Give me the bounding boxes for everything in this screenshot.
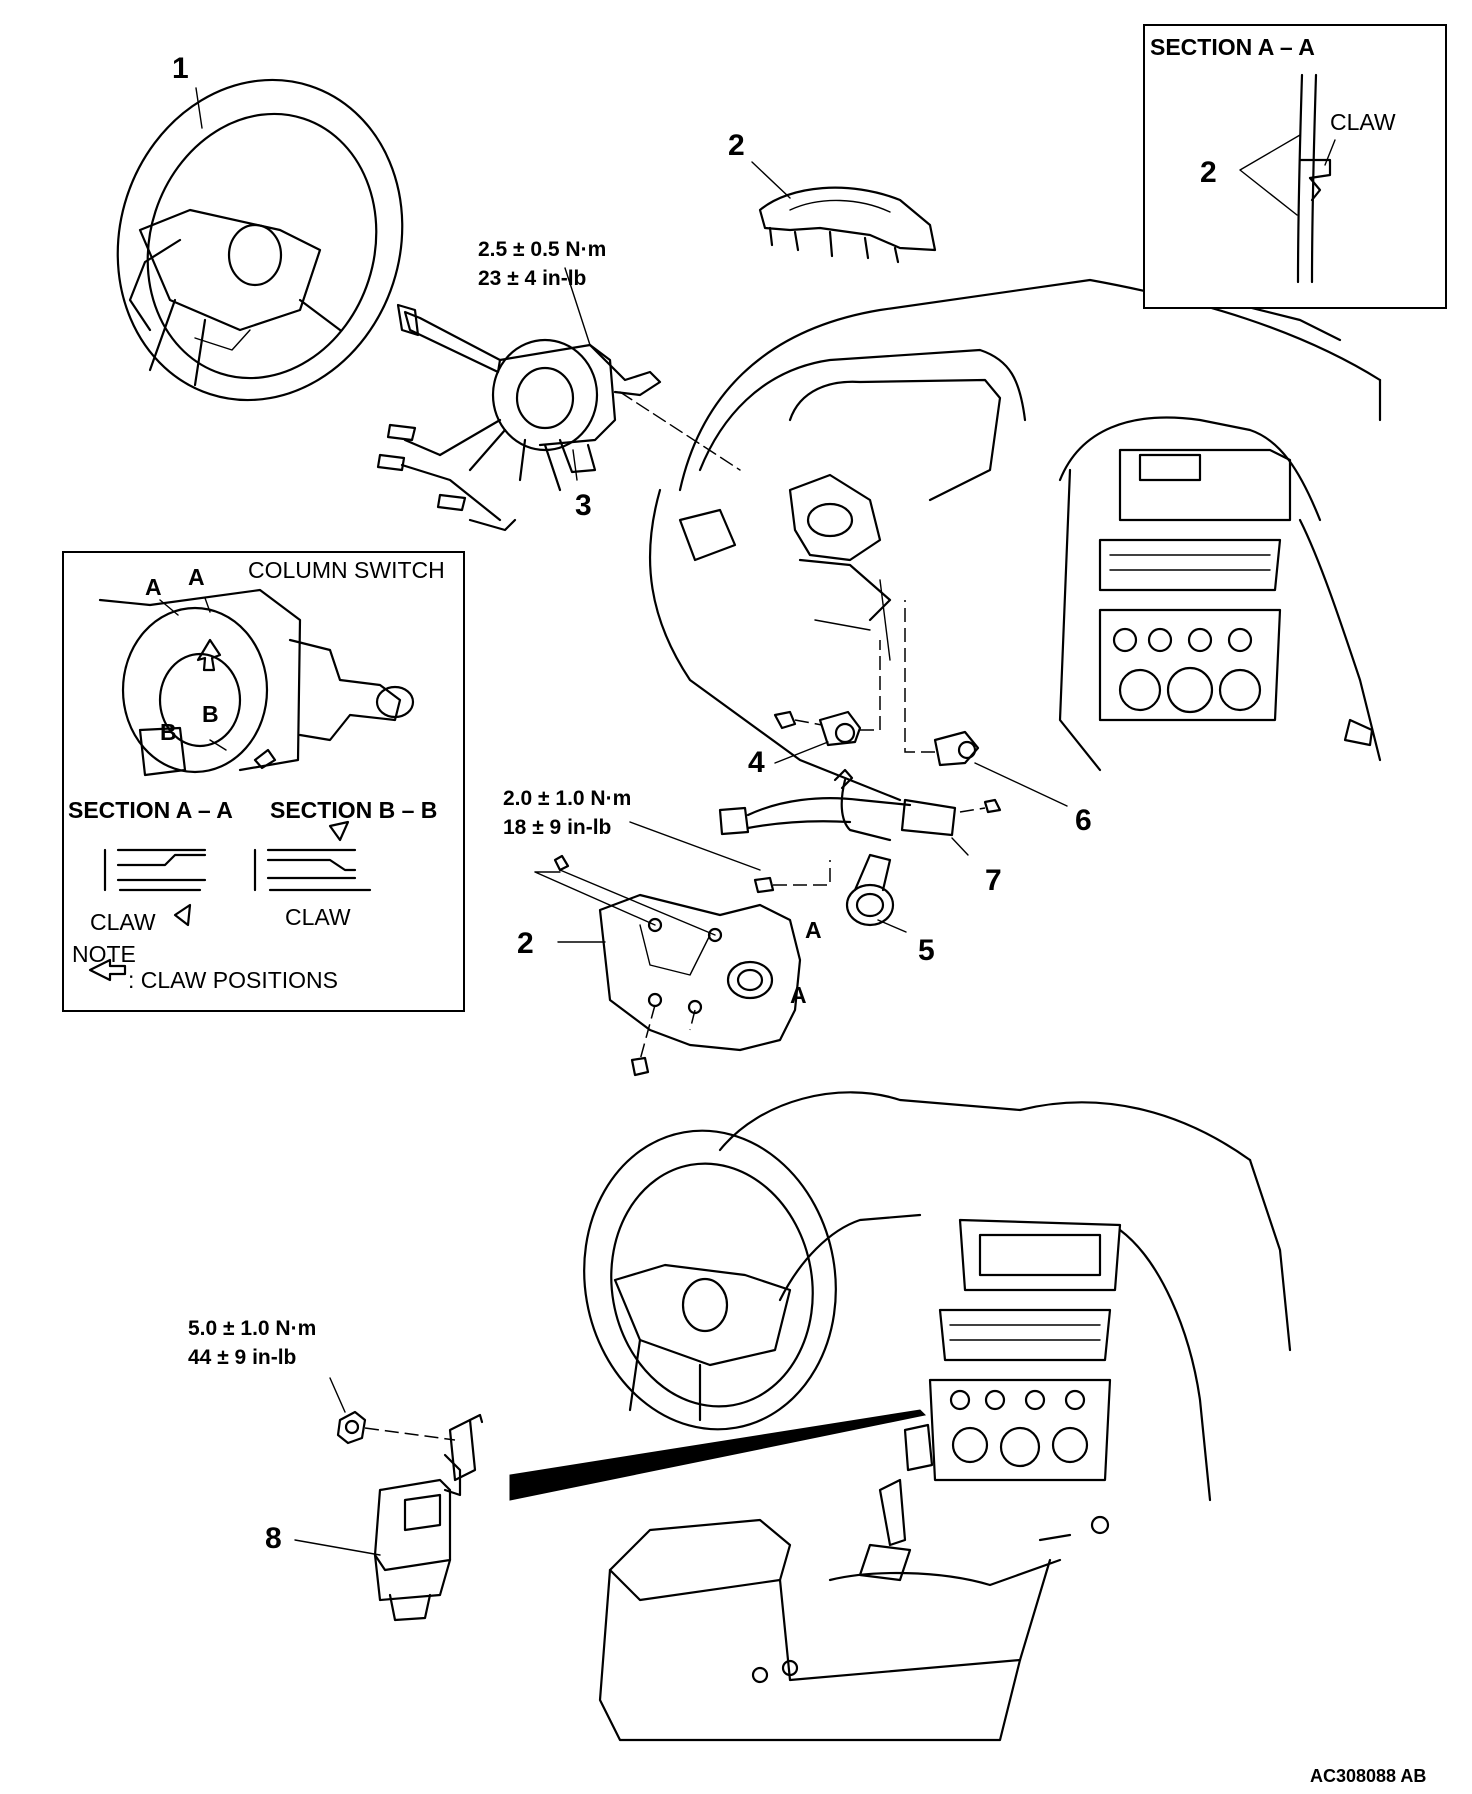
text-labels: 1 2 3 4 5 6 7 2 8 2.5 ± 0.5 N·m 23 ± 4 i…	[68, 34, 1426, 1786]
column-switch-detail-inset	[62, 551, 465, 1012]
torque-lock-inlb: 18 ± 9 in-lb	[503, 816, 611, 839]
torque-column-switch-inlb: 23 ± 4 in-lb	[478, 267, 586, 290]
inset-section-bb: SECTION B – B	[270, 797, 437, 823]
upper-column-cover-illustration	[758, 186, 937, 264]
inset-note: NOTE	[72, 941, 136, 967]
inset-column-switch-label: COLUMN SWITCH	[248, 557, 445, 583]
section-top-claw: CLAW	[1330, 109, 1396, 135]
interior-overview-illustration	[509, 1091, 1292, 1742]
torque-module-inlb: 44 ± 9 in-lb	[188, 1346, 296, 1369]
column-switch-illustration	[376, 303, 741, 532]
callout-3: 3	[575, 489, 592, 522]
leader-lines	[195, 87, 1068, 1556]
control-module-illustration	[336, 1410, 484, 1622]
callout-7: 7	[985, 864, 1002, 897]
inset-note-text: : CLAW POSITIONS	[128, 967, 338, 993]
section-marker-a-upper: A	[805, 917, 822, 943]
lower-column-cover-illustration	[534, 854, 802, 1077]
section-marker-a-lower: A	[790, 982, 807, 1008]
torque-lock-nm: 2.0 ± 1.0 N·m	[503, 787, 631, 810]
dashboard-upper-illustration	[648, 278, 1382, 802]
callout-6: 6	[1075, 804, 1092, 837]
inset-claw-1: CLAW	[90, 909, 156, 935]
callout-8: 8	[265, 1522, 282, 1555]
inset-marker-a2: A	[188, 564, 205, 590]
inset-marker-b1: B	[160, 719, 177, 745]
callout-4: 4	[748, 746, 765, 779]
callout-1: 1	[172, 52, 189, 85]
section-top-callout: 2	[1200, 156, 1217, 189]
steering-wheel-illustration	[116, 78, 404, 402]
callout-5: 5	[918, 934, 935, 967]
section-top-title: SECTION A – A	[1150, 34, 1315, 60]
inset-marker-a1: A	[145, 574, 162, 600]
section-a-a-detail-top	[1143, 24, 1447, 309]
document-id: AC308088 AB	[1310, 1766, 1426, 1786]
callout-2-mid: 2	[517, 927, 534, 960]
ignition-parts-illustration	[718, 600, 1002, 927]
inset-section-aa: SECTION A – A	[68, 797, 233, 823]
torque-column-switch-nm: 2.5 ± 0.5 N·m	[478, 238, 606, 261]
inset-claw-2: CLAW	[285, 904, 351, 930]
callout-2-top: 2	[728, 129, 745, 162]
inset-marker-b2: B	[202, 701, 219, 727]
torque-module-nm: 5.0 ± 1.0 N·m	[188, 1317, 316, 1340]
